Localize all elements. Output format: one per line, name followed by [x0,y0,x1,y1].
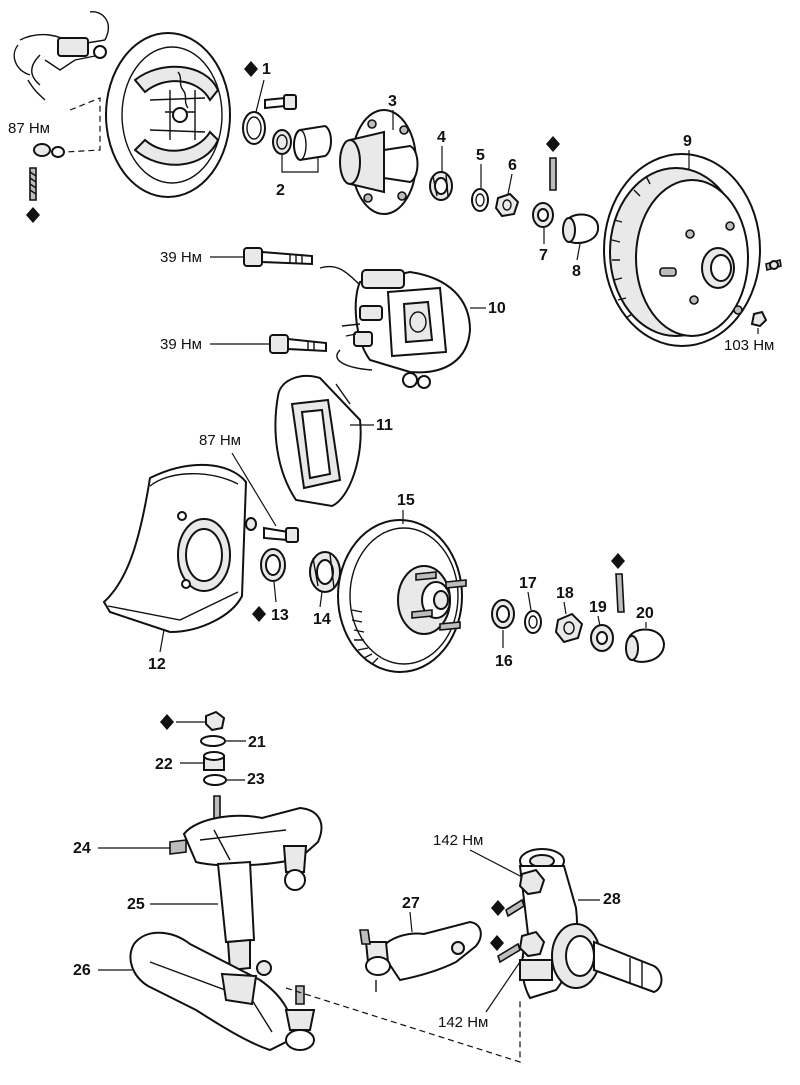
brake-drum [603,153,761,347]
grease-seal [260,548,286,582]
part-number-label: 2 [276,182,285,199]
cotter-pin [505,898,525,918]
part-number-label: 24 [73,840,91,857]
caliper-bolt [269,334,327,354]
diamond-icon [490,935,504,951]
cotter-pin [497,942,521,964]
brake-hose-bracket [13,11,109,101]
cotter-pin [549,157,557,191]
hub-nut [494,192,520,218]
part-number-label: 16 [495,653,513,670]
torque-label: 142 Нм [433,832,483,849]
grease-cap [625,628,666,663]
part-number-label: 1 [262,61,271,78]
part-number-label: 5 [476,147,485,164]
mount-nut-washer [33,143,65,158]
diamond-icon [160,714,174,730]
seal-ring [242,111,266,145]
shield-bolt [245,517,299,543]
spindle-bushings [272,124,332,162]
strut-rod [216,860,272,976]
hub-nut [554,612,584,644]
steering-knuckle [518,848,663,1000]
diamond-icon [252,606,266,622]
part-number-label: 28 [603,891,621,908]
cotter-pin [615,573,625,613]
part-number-label: 20 [636,605,654,622]
part-number-label: 19 [589,599,607,616]
part-number-label: 18 [556,585,574,602]
part-number-label: 6 [508,157,517,174]
drum-screw [765,258,782,272]
backing-plate-bolt [264,94,297,110]
diamond-icon [546,136,560,152]
diamond-icon [491,900,505,916]
strut-nut [205,710,226,732]
diamond-icon [244,61,258,77]
part-number-label: 23 [247,771,265,788]
part-number-label: 26 [73,962,91,979]
part-number-label: 9 [683,133,692,150]
part-number-label: 14 [313,611,331,628]
part-number-label: 15 [397,492,415,509]
dust-shield [102,463,248,634]
brake-disc-rotor [337,519,467,673]
brake-pads [274,375,362,508]
thrust-washer [524,610,542,634]
part-number-label: 21 [248,734,266,751]
drum-brake-backing-plate [105,32,231,198]
caliper-bolt [243,247,313,267]
thrust-washer [471,188,489,212]
part-number-label: 10 [488,300,506,317]
torque-label: 39 Нм [160,249,202,266]
diamond-icon [611,553,625,569]
torque-label: 142 Нм [438,1014,488,1031]
lower-control-arm [129,931,316,1052]
part-number-label: 27 [402,895,420,912]
inner-bearing [309,551,341,593]
part-number-label: 8 [572,263,581,280]
outer-bearing [429,171,453,201]
part-number-label: 25 [127,896,145,913]
nut-lock [532,202,554,228]
part-number-label: 7 [539,247,548,264]
part-number-label: 13 [271,607,289,624]
torque-label: 103 Нм [724,337,774,354]
nut-lock [590,624,614,652]
part-number-label: 4 [437,129,446,146]
part-number-label: 11 [376,417,393,434]
part-number-label: 17 [519,575,537,592]
torque-label: 87 Нм [8,120,50,137]
part-number-label: 3 [388,93,397,110]
torque-label: 87 Нм [199,432,241,449]
grease-cap [562,213,600,244]
strut-bushing-upper [203,751,225,771]
brake-caliper [319,265,472,389]
strut-washer [200,735,226,747]
steering-arm [359,920,482,992]
outer-bearing [491,599,515,629]
part-number-label: 12 [148,656,166,673]
mount-stud [29,167,37,201]
part-number-label: 22 [155,756,173,773]
torque-label: 39 Нм [160,336,202,353]
castle-nut [518,930,546,958]
castle-nut [518,868,546,896]
wheel-nut [750,310,768,328]
strut-washer-lower [203,774,227,786]
wheel-hub [339,109,419,215]
diamond-icon [26,207,40,223]
